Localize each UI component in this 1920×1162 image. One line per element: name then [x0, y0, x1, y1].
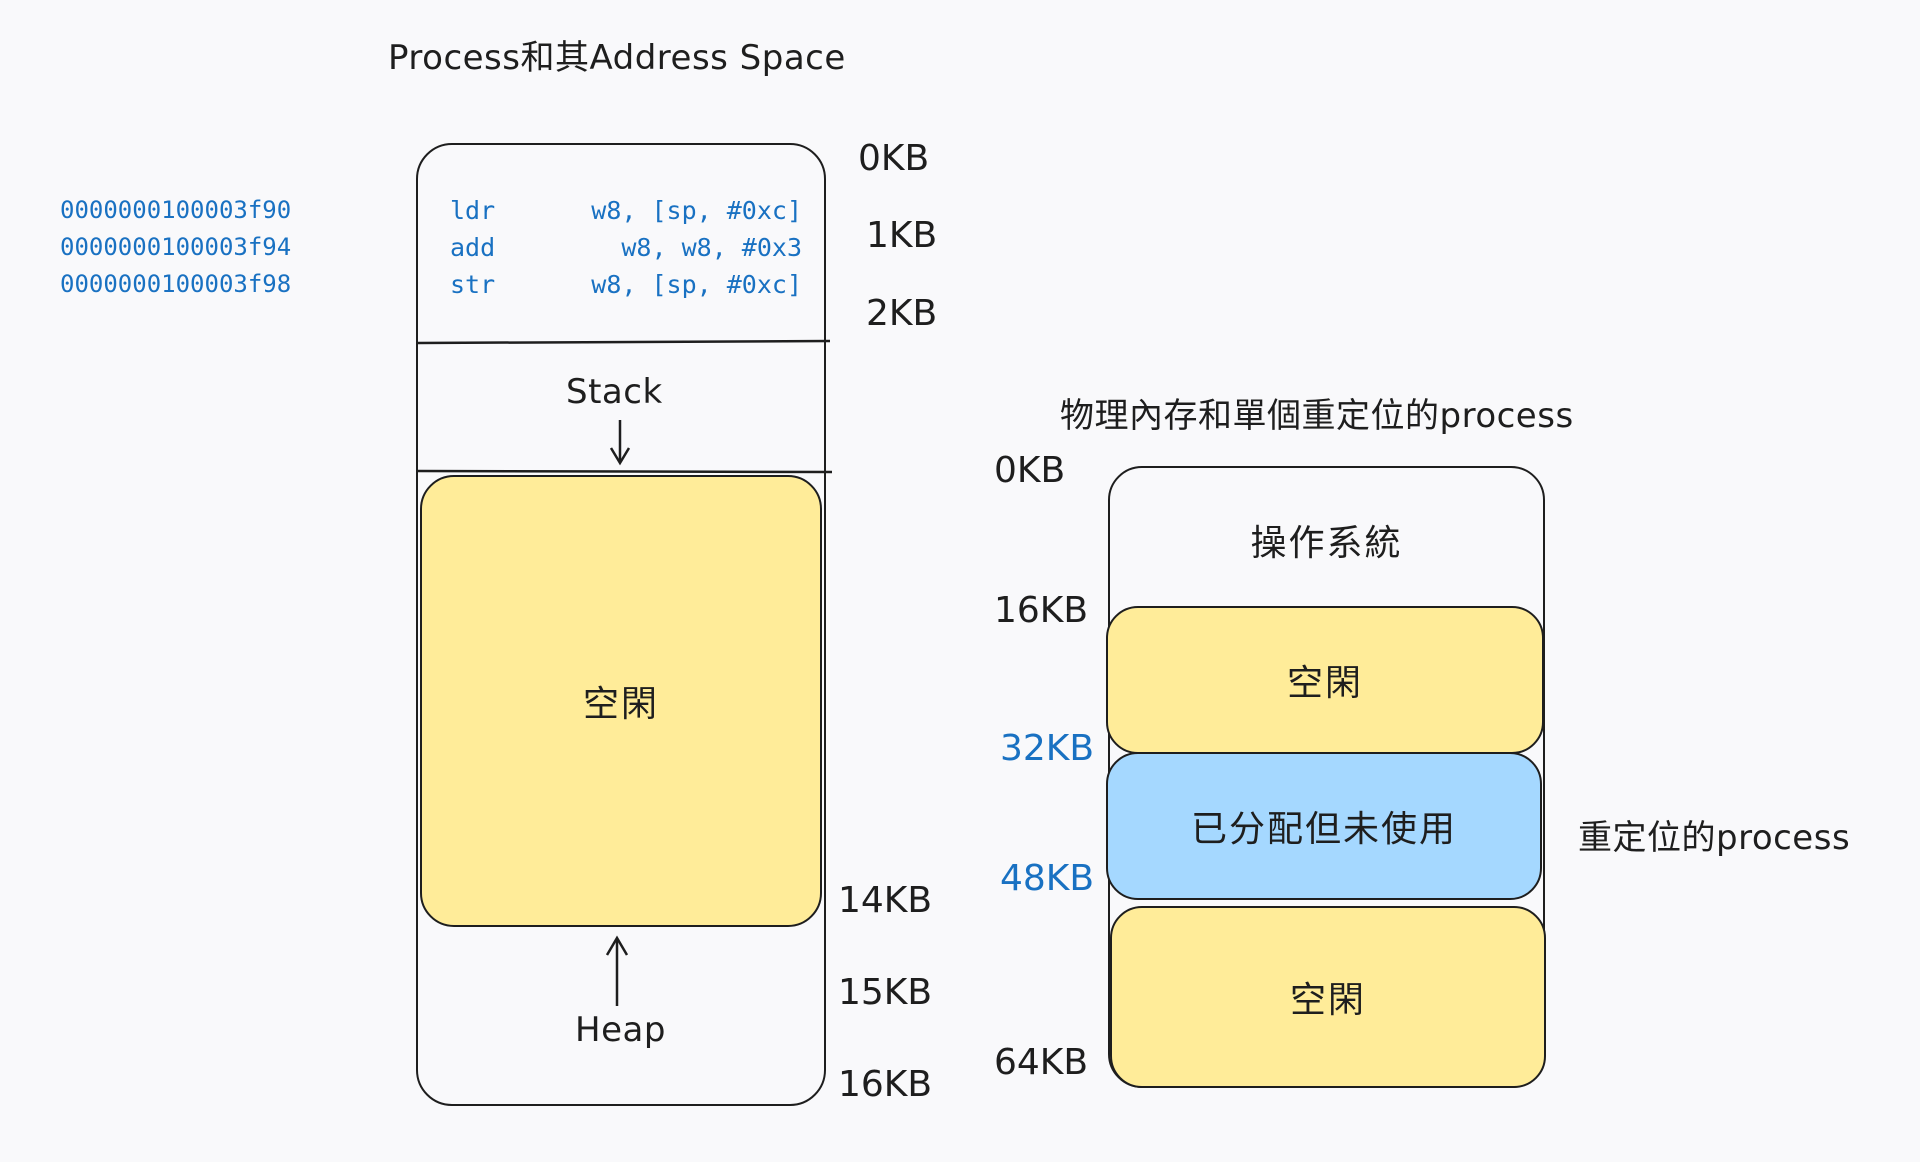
- left-free-region: [420, 475, 822, 927]
- code-address-list: 0000000100003f90 0000000100003f94 000000…: [60, 192, 291, 303]
- kb-label: 14KB: [838, 880, 933, 921]
- relocated-process-label: 重定位的process: [1578, 818, 1851, 858]
- code-address: 0000000100003f98: [60, 270, 292, 298]
- kb-label: 2KB: [866, 293, 938, 334]
- os-region-label: 操作系統: [1250, 523, 1403, 564]
- instruction-op: str: [450, 270, 496, 299]
- instruction-op: add: [450, 233, 496, 262]
- free-region-2-label: 空閑: [1289, 980, 1366, 1021]
- code-address: 0000000100003f90: [60, 196, 292, 224]
- address-space-box: [416, 143, 826, 1106]
- free-region-1-label: 空閑: [1286, 663, 1363, 704]
- right-diagram-title: 物理內存和單個重定位的process: [1060, 396, 1574, 436]
- stack-label: Stack: [566, 372, 663, 412]
- code-address: 0000000100003f94: [60, 233, 292, 261]
- kb-label: 0KB: [858, 138, 930, 179]
- kb-label: 16KB: [838, 1064, 933, 1105]
- left-free-label: 空閑: [582, 684, 659, 725]
- allocated-region-label: 已分配但未使用: [1190, 809, 1457, 850]
- instruction-args: w8, w8, #0x3: [621, 233, 802, 262]
- left-diagram-title: Process和其Address Space: [388, 38, 846, 78]
- allocated-region: [1106, 752, 1542, 900]
- code-instruction-ops: ldr add str: [450, 192, 495, 303]
- kb-label: 15KB: [838, 972, 933, 1013]
- kb-label: 64KB: [994, 1042, 1089, 1083]
- free-region-1: [1106, 606, 1544, 754]
- heap-label: Heap: [575, 1010, 666, 1050]
- kb-label: 0KB: [994, 450, 1066, 491]
- kb-label: 16KB: [994, 590, 1089, 631]
- instruction-op: ldr: [450, 196, 496, 225]
- free-region-2: [1110, 906, 1546, 1088]
- code-instruction-args: w8, [sp, #0xc] w8, w8, #0x3 w8, [sp, #0x…: [570, 192, 802, 303]
- kb-label: 1KB: [866, 215, 938, 256]
- kb-label: 32KB: [1000, 728, 1095, 769]
- kb-label: 48KB: [1000, 858, 1095, 899]
- instruction-args: w8, [sp, #0xc]: [591, 196, 802, 225]
- instruction-args: w8, [sp, #0xc]: [591, 270, 802, 299]
